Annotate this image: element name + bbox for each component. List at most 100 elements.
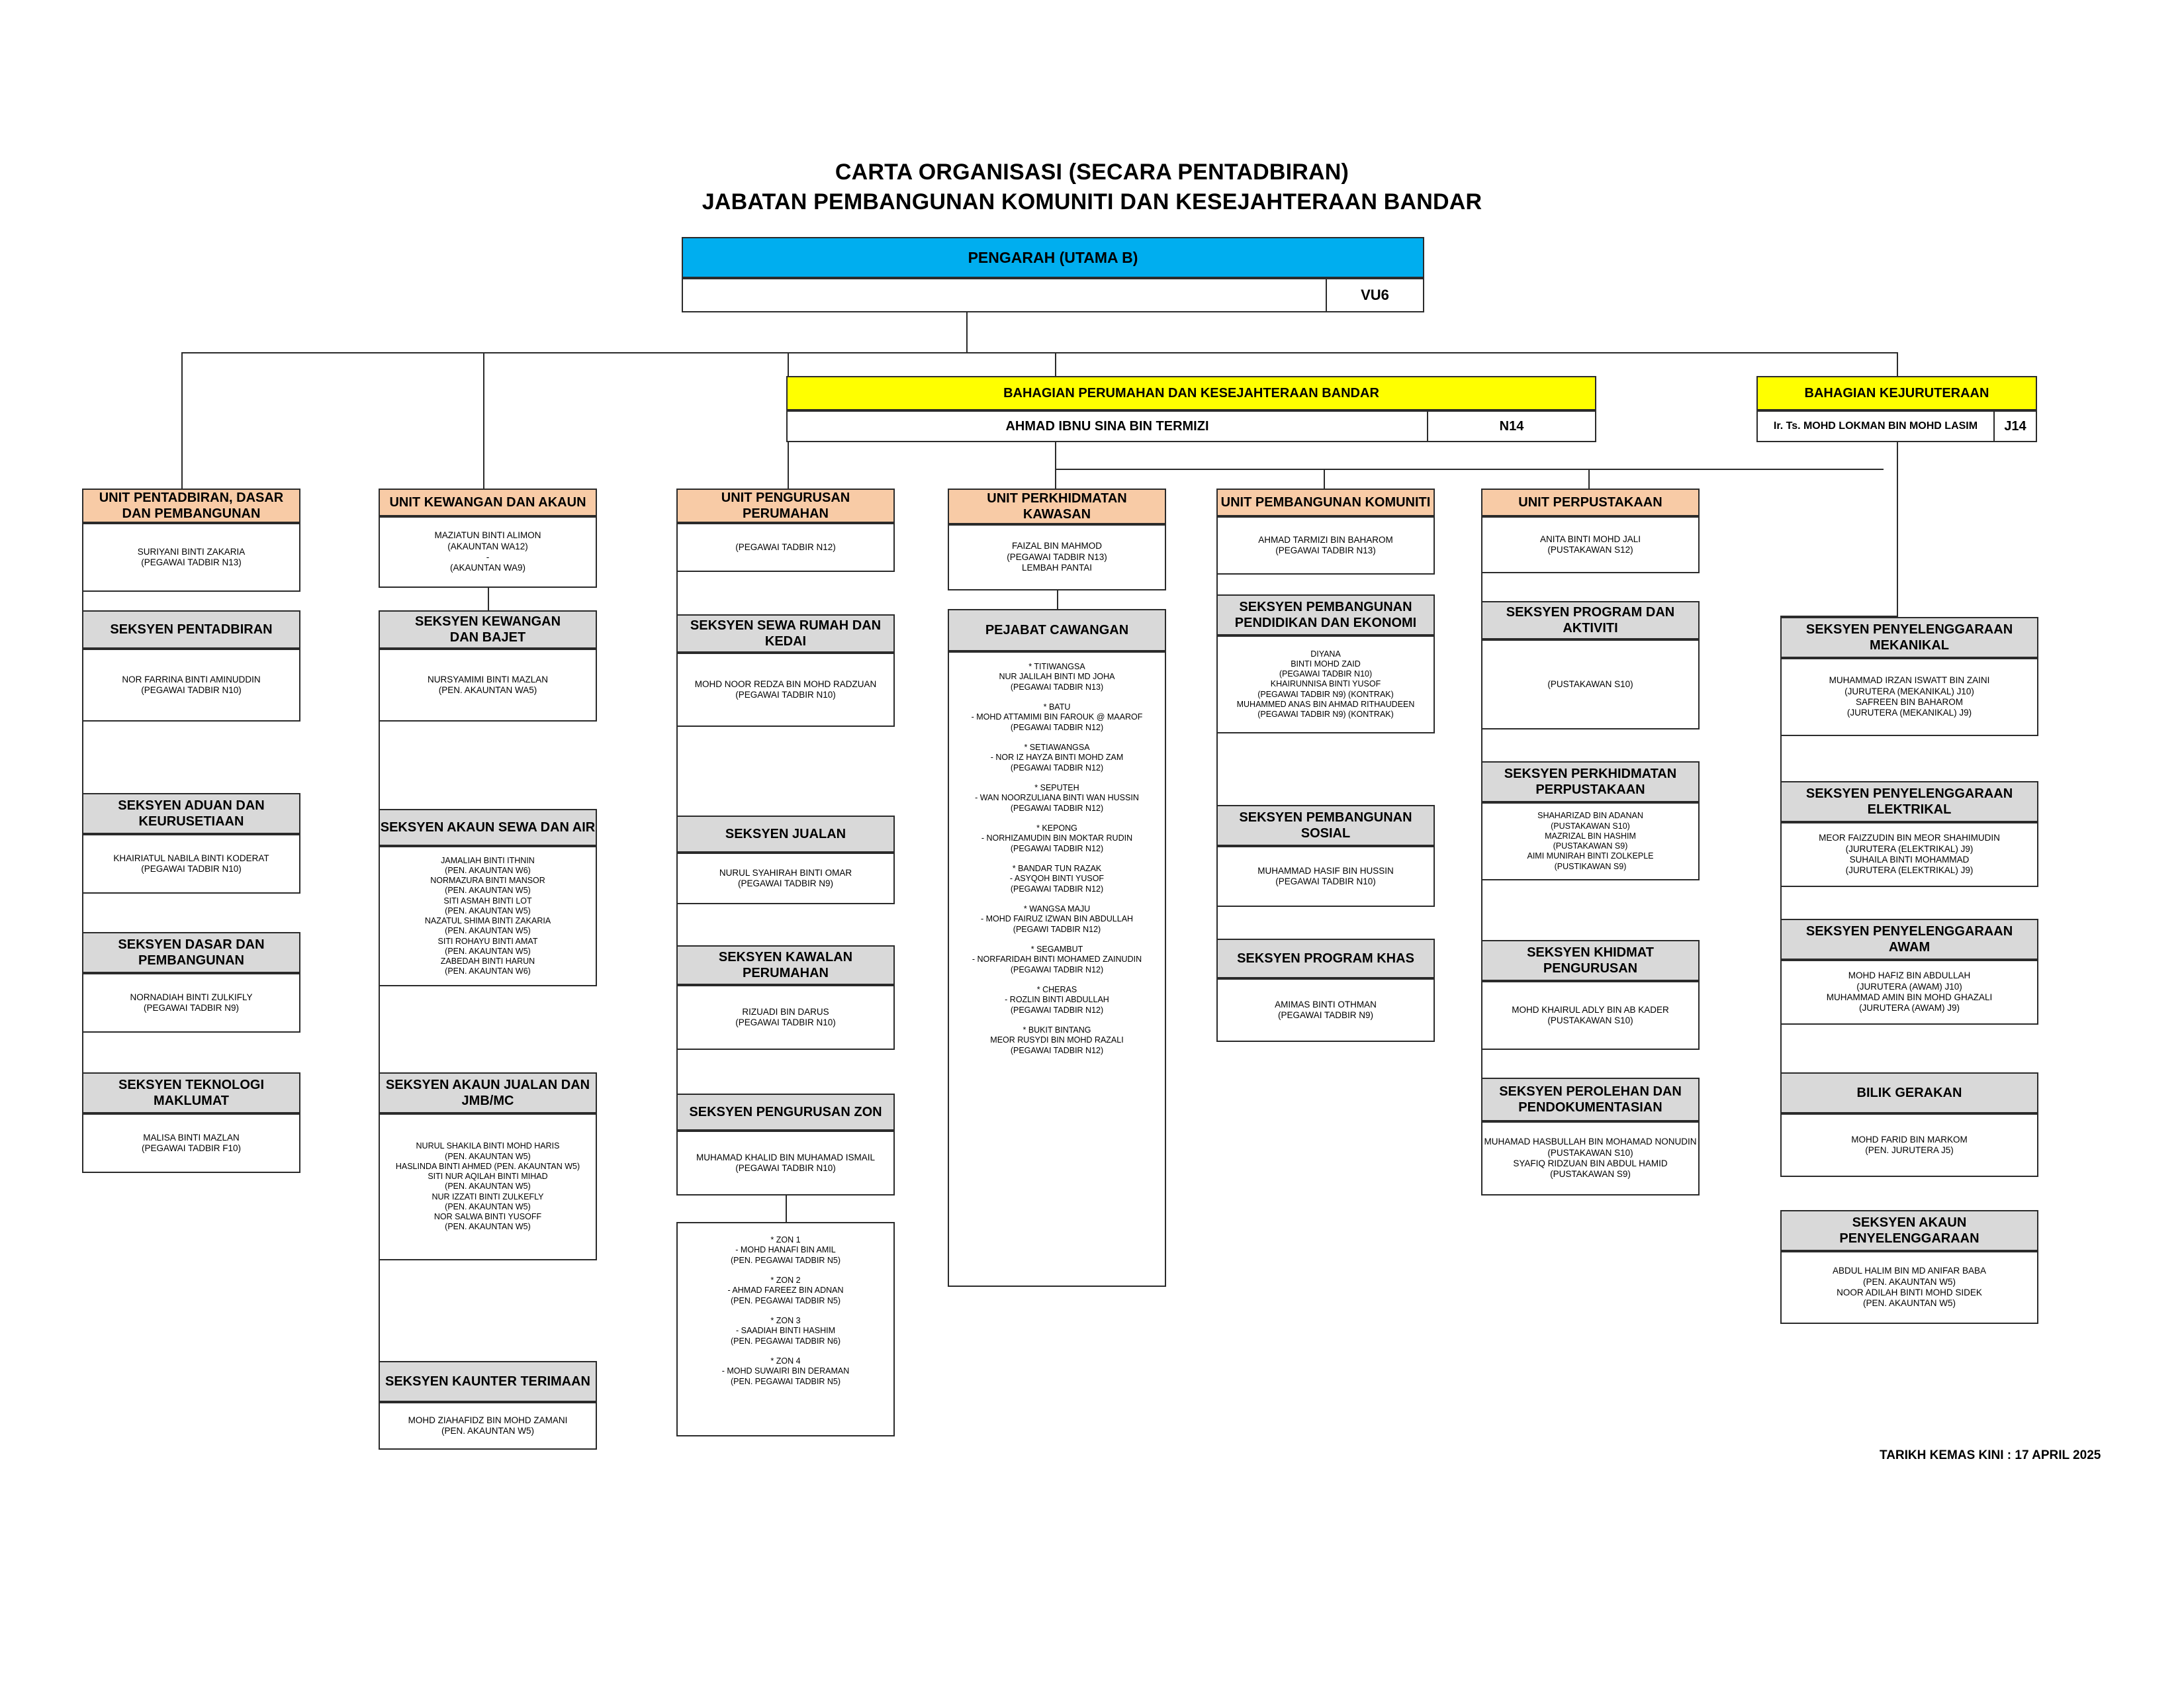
engineering-section-header-2: SEKSYEN PENYELENGGARAAN AWAM <box>1780 919 2038 960</box>
section-header-4-2: SEKSYEN PROGRAM KHAS <box>1216 939 1435 978</box>
section-header-5-1: SEKSYEN PERKHIDMATAN PERPUSTAKAAN <box>1481 761 1700 802</box>
engineering-section-header-3: BILIK GERAKAN <box>1780 1072 2038 1113</box>
connector-zon-down <box>786 1196 787 1222</box>
section-staff-5-1: SHAHARIZAD BIN ADANAN (PUSTAKAWAN S10) M… <box>1481 802 1700 880</box>
division-grade-0: N14 <box>1428 410 1596 442</box>
unit-staff-0: SURIYANI BINTI ZAKARIA (PEGAWAI TADBIR N… <box>82 523 300 592</box>
section-staff-2-1: NURUL SYAHIRAH BINTI OMAR (PEGAWAI TADBI… <box>676 853 895 904</box>
unit-staff-3: FAIZAL BIN MAHMOD (PEGAWAI TADBIR N13) L… <box>948 524 1166 590</box>
section-staff-3-0: * TITIWANGSA NUR JALILAH BINTI MD JOHA (… <box>948 651 1166 1287</box>
section-staff-1-3: MOHD ZIAHAFIDZ BIN MOHD ZAMANI (PEN. AKA… <box>379 1402 597 1450</box>
unit-staff-5: ANITA BINTI MOHD JALI (PUSTAKAWAN S12) <box>1481 516 1700 573</box>
director-grade: VU6 <box>1326 278 1424 312</box>
connector-drop-unit6 <box>1588 469 1590 489</box>
division-name-1: Ir. Ts. MOHD LOKMAN BIN MOHD LASIM <box>1756 410 1994 442</box>
division-header-0: BAHAGIAN PERUMAHAN DAN KESEJAHTERAAN BAN… <box>786 376 1596 410</box>
title-line-2: JABATAN PEMBANGUNAN KOMUNITI DAN KESEJAH… <box>702 189 1482 214</box>
section-header-2-1: SEKSYEN JUALAN <box>676 816 895 853</box>
section-header-0-2: SEKSYEN DASAR DAN PEMBANGUNAN <box>82 932 300 973</box>
section-header-2-2: SEKSYEN KAWALAN PERUMAHAN <box>676 945 895 985</box>
section-header-5-2: SEKSYEN KHIDMAT PENGURUSAN <box>1481 940 1700 981</box>
page-title: CARTA ORGANISASI (SECARA PENTADBIRAN) JA… <box>0 158 2184 217</box>
section-header-1-2: SEKSYEN AKAUN JUALAN DAN JMB/MC <box>379 1072 597 1113</box>
engineering-section-header-0: SEKSYEN PENYELENGGARAAN MEKANIKAL <box>1780 617 2038 658</box>
unit-header-0: UNIT PENTADBIRAN, DASAR DAN PEMBANGUNAN <box>82 489 300 523</box>
section-staff-0-1: KHAIRIATUL NABILA BINTI KODERAT (PEGAWAI… <box>82 834 300 894</box>
connector-drop-division2 <box>1897 352 1898 376</box>
section-staff-1-0: NURSYAMIMI BINTI MAZLAN (PEN. AKAUNTAN W… <box>379 649 597 722</box>
connector-div1-down <box>1897 442 1898 621</box>
section-staff-2-3: MUHAMAD KHALID BIN MUHAMAD ISMAIL (PEGAW… <box>676 1131 895 1196</box>
section-staff-4-2: AMIMAS BINTI OTHMAN (PEGAWAI TADBIR N9) <box>1216 978 1435 1042</box>
director-name-row: VU6 <box>682 278 1424 312</box>
division-name-0: AHMAD IBNU SINA BIN TERMIZI <box>786 410 1428 442</box>
col0-spine <box>82 523 83 1113</box>
section-staff-5-3: MUHAMAD HASBULLAH BIN MOHAMAD NONUDIN (P… <box>1481 1121 1700 1196</box>
section-header-3-0: PEJABAT CAWANGAN <box>948 609 1166 651</box>
connector-drop-unit1 <box>181 352 183 489</box>
unit-staff-4: AHMAD TARMIZI BIN BAHAROM (PEGAWAI TADBI… <box>1216 516 1435 575</box>
section-header-0-1: SEKSYEN ADUAN DAN KEURUSETIAAN <box>82 793 300 834</box>
unit-header-2: UNIT PENGURUSAN PERUMAHAN <box>676 489 895 523</box>
section-header-2-0: SEKSYEN SEWA RUMAH DAN KEDAI <box>676 614 895 653</box>
connector-col3-unit-down <box>1057 590 1058 609</box>
connector-col1-unit-down <box>488 588 489 610</box>
engineering-section-staff-2: MOHD HAFIZ BIN ABDULLAH (JURUTERA (AWAM)… <box>1780 960 2038 1025</box>
unit-header-1: UNIT KEWANGAN DAN AKAUN <box>379 489 597 516</box>
engineering-section-staff-0: MUHAMMAD IRZAN ISWATT BIN ZAINI (JURUTER… <box>1780 658 2038 736</box>
section-header-5-0: SEKSYEN PROGRAM DAN AKTIVITI <box>1481 601 1700 639</box>
division-grade-1: J14 <box>1994 410 2037 442</box>
section-header-2-3: SEKSYEN PENGURUSAN ZON <box>676 1094 895 1131</box>
col4-spine <box>1216 516 1218 978</box>
division-name-row-0: AHMAD IBNU SINA BIN TERMIZI N14 <box>786 410 1596 442</box>
connector-div0-down <box>1055 442 1056 469</box>
connector-drop-unit4 <box>1055 469 1056 489</box>
title-line-1: CARTA ORGANISASI (SECARA PENTADBIRAN) <box>835 160 1349 185</box>
engineering-section-staff-4: ABDUL HALIM BIN MD ANIFAR BABA (PEN. AKA… <box>1780 1251 2038 1324</box>
director-name <box>682 278 1326 312</box>
col5-spine <box>1481 516 1482 1121</box>
section-staff-5-2: MOHD KHAIRUL ADLY BIN AB KADER (PUSTAKAW… <box>1481 981 1700 1050</box>
connector-div0-bus <box>1055 469 1884 470</box>
unit-header-4: UNIT PEMBANGUNAN KOMUNITI <box>1216 489 1435 516</box>
engineering-spine-top <box>1780 616 1898 617</box>
engineering-section-header-4: SEKSYEN AKAUN PENYELENGGARAAN <box>1780 1210 2038 1251</box>
engineering-section-header-1: SEKSYEN PENYELENGGARAAN ELEKTRIKAL <box>1780 781 2038 822</box>
section-staff-4-0: DIYANA BINTI MOHD ZAID (PEGAWAI TADBIR N… <box>1216 635 1435 733</box>
connector-drop-division1 <box>1055 352 1056 376</box>
engineering-section-staff-1: MEOR FAIZZUDIN BIN MEOR SHAHIMUDIN (JURU… <box>1780 822 2038 887</box>
section-staff-2-2: RIZUADI BIN DARUS (PEGAWAI TADBIR N10) <box>676 985 895 1050</box>
connector-director-down <box>966 312 968 352</box>
section-header-1-0: SEKSYEN KEWANGAN DAN BAJET <box>379 610 597 649</box>
section-header-4-1: SEKSYEN PEMBANGUNAN SOSIAL <box>1216 805 1435 846</box>
section-header-0-0: SEKSYEN PENTADBIRAN <box>82 610 300 649</box>
section-staff-1-2: NURUL SHAKILA BINTI MOHD HARIS (PEN. AKA… <box>379 1113 597 1260</box>
director-header: PENGARAH (UTAMA B) <box>682 237 1424 278</box>
section-header-5-3: SEKSYEN PEROLEHAN DAN PENDOKUMENTASIAN <box>1481 1078 1700 1121</box>
unit-header-3: UNIT PERKHIDMATAN KAWASAN <box>948 489 1166 524</box>
division-header-1: BAHAGIAN KEJURUTERAAN <box>1756 376 2037 410</box>
section-staff-0-0: NOR FARRINA BINTI AMINUDDIN (PEGAWAI TAD… <box>82 649 300 722</box>
section-staff-5-0: (PUSTAKAWAN S10) <box>1481 639 1700 729</box>
section-staff-1-1: JAMALIAH BINTI ITHNIN (PEN. AKAUNTAN W6)… <box>379 846 597 986</box>
connector-drop-unit2 <box>483 352 484 489</box>
engineering-section-staff-3: MOHD FARID BIN MARKOM (PEN. JURUTERA J5) <box>1780 1113 2038 1177</box>
section-header-1-3: SEKSYEN KAUNTER TERIMAAN <box>379 1361 597 1402</box>
zone-list-box: * ZON 1 - MOHD HANAFI BIN AMIL (PEN. PEG… <box>676 1222 895 1436</box>
unit-header-5: UNIT PERPUSTAKAAN <box>1481 489 1700 516</box>
section-staff-0-3: MALISA BINTI MAZLAN (PEGAWAI TADBIR F10) <box>82 1113 300 1173</box>
section-header-0-3: SEKSYEN TEKNOLOGI MAKLUMAT <box>82 1072 300 1113</box>
section-header-4-0: SEKSYEN PEMBANGUNAN PENDIDIKAN DAN EKONO… <box>1216 594 1435 635</box>
section-staff-4-1: MUHAMMAD HASIF BIN HUSSIN (PEGAWAI TADBI… <box>1216 846 1435 907</box>
section-staff-0-2: NORNADIAH BINTI ZULKIFLY (PEGAWAI TADBIR… <box>82 973 300 1033</box>
unit-staff-1: MAZIATUN BINTI ALIMON (AKAUNTAN WA12) - … <box>379 516 597 588</box>
section-header-1-1: SEKSYEN AKAUN SEWA DAN AIR <box>379 809 597 846</box>
updated-date: TARIKH KEMAS KINI : 17 APRIL 2025 <box>1880 1448 2101 1462</box>
section-staff-2-0: MOHD NOOR REDZA BIN MOHD RADZUAN (PEGAWA… <box>676 653 895 727</box>
col1-spine <box>379 649 380 1402</box>
unit-staff-2: (PEGAWAI TADBIR N12) <box>676 523 895 572</box>
connector-drop-unit5 <box>1324 469 1325 489</box>
division-name-row-1: Ir. Ts. MOHD LOKMAN BIN MOHD LASIM J14 <box>1756 410 2037 442</box>
connector-top-bus <box>181 352 1897 353</box>
